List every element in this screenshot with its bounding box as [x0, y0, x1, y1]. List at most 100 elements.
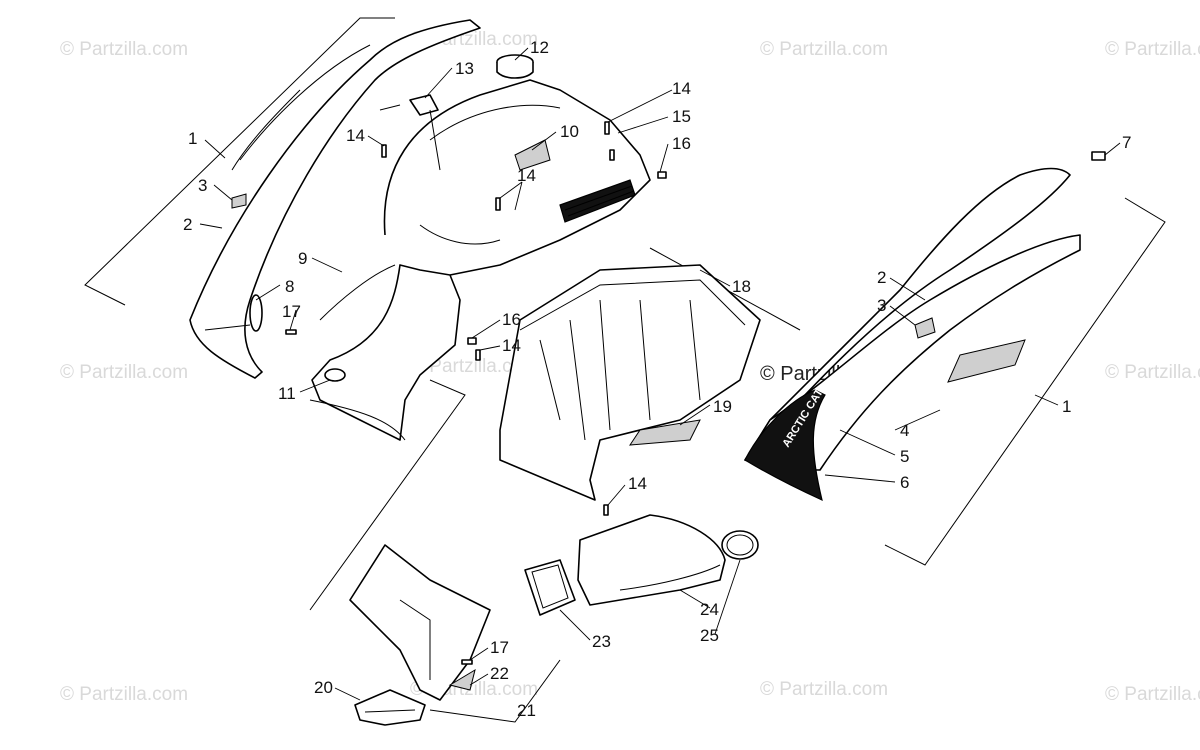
callout-20: 20: [314, 678, 333, 697]
callout-17: 17: [282, 302, 301, 321]
callout-9: 9: [298, 249, 307, 268]
lower-front-assembly: [349, 544, 491, 726]
hood-edge: [309, 399, 406, 441]
callout-2: 2: [877, 268, 886, 287]
watermark-text: © Partzilla.com: [60, 684, 188, 705]
clip-16: [657, 171, 667, 179]
callout-3: 3: [198, 176, 207, 195]
watermark-text: © Partzilla.com: [60, 362, 188, 383]
duct-edge: [619, 564, 721, 591]
callout-5: 5: [900, 447, 909, 466]
callout-25: 25: [700, 626, 719, 645]
hood-edge: [419, 224, 501, 245]
hood-emblem-11: [324, 368, 346, 382]
callout-15: 15: [672, 107, 691, 126]
hood-grommet-10: [514, 139, 551, 171]
callout-12: 12: [530, 38, 549, 57]
watermark-text: © Partzilla.com: [760, 679, 888, 700]
harness-wire: [379, 104, 441, 171]
air-box-shape: [499, 264, 761, 501]
bracket-20: [354, 689, 426, 726]
clamp-inner: [726, 534, 754, 556]
screw-7: [1091, 151, 1106, 161]
right-panel-shape: [744, 167, 1071, 461]
air-box: [499, 264, 761, 501]
right-side-panel: ARCTIC CAT: [744, 151, 1106, 502]
screw-14: [475, 349, 481, 361]
callout-23: 23: [592, 632, 611, 651]
left-panel-edge: [239, 44, 371, 161]
left-panel-bracket: [84, 17, 395, 306]
screw-14: [604, 121, 610, 135]
intake-duct: [524, 514, 759, 616]
hood-assembly: [309, 79, 651, 441]
watermark-text: © Partzilla.com: [1105, 39, 1200, 60]
callout-2: 2: [183, 215, 192, 234]
right-panel-lower: [744, 234, 1081, 471]
callout-14: 14: [517, 166, 536, 185]
duct-body-24: [577, 514, 726, 606]
left-panel-shape: [189, 19, 481, 379]
wire-harness-13: [409, 94, 439, 116]
mesh-bracket: [429, 659, 561, 723]
callouts: 1 2 3 8 9 17 11 12 13 14 10 14 14 15 16 …: [183, 38, 1131, 720]
screw-14: [609, 149, 615, 161]
screw-14: [495, 197, 501, 211]
watermark-text: © Partzilla.com: [60, 39, 188, 60]
callout-14: 14: [346, 126, 365, 145]
assembly-brackets: [84, 17, 1166, 723]
left-decal-3: [231, 193, 247, 209]
watermark-text: © Partzilla.com: [410, 356, 538, 377]
callout-7: 7: [1122, 133, 1131, 152]
rivet-17: [461, 659, 473, 665]
callout-21: 21: [517, 701, 536, 720]
callout-4: 4: [900, 421, 909, 440]
air-box-baffles: [539, 299, 701, 441]
watermark-text: © Partzilla.com: [1105, 684, 1200, 705]
mesh-22: [448, 668, 476, 691]
left-panel-edge: [204, 324, 251, 331]
right-decal-3: [914, 317, 936, 339]
duct-seal-inner: [531, 564, 569, 609]
callout-14: 14: [628, 474, 647, 493]
callout-13: 13: [455, 59, 474, 78]
callout-10: 10: [560, 122, 579, 141]
callout-3: 3: [877, 296, 886, 315]
screw-14: [603, 504, 609, 516]
hood-edge: [429, 104, 561, 141]
left-panel-edge: [231, 89, 301, 171]
callout-16: 16: [672, 134, 691, 153]
rivet-17: [285, 329, 297, 335]
callout-24: 24: [700, 600, 719, 619]
callout-6: 6: [900, 473, 909, 492]
callout-14: 14: [672, 79, 691, 98]
callout-1: 1: [188, 129, 197, 148]
callout-17: 17: [490, 638, 509, 657]
callout-18: 18: [732, 277, 751, 296]
callout-22: 22: [490, 664, 509, 683]
right-panel-bracket: [884, 197, 1166, 566]
callout-8: 8: [285, 277, 294, 296]
callout-1: 1: [1062, 397, 1071, 416]
duct-seal-23: [524, 559, 576, 616]
grommet-body: [496, 62, 534, 79]
callout-19: 19: [713, 397, 732, 416]
leader-lines: [199, 47, 1121, 701]
hood-vent-lines: [564, 185, 635, 217]
watermark-text: © Partzilla.com: [760, 39, 888, 60]
hood-shape: [311, 79, 651, 441]
screw-14: [381, 144, 387, 158]
grommet-12: [496, 54, 534, 79]
left-grommet-8: [249, 294, 263, 332]
lower-bracket: [309, 379, 466, 611]
air-box-rim: [519, 279, 746, 331]
fasteners: [285, 121, 667, 665]
lower-housing-edge: [399, 599, 431, 680]
watermark-text: © Partzilla.com: [1105, 362, 1200, 383]
right-decal-6: [744, 389, 826, 502]
left-side-panel: [189, 19, 481, 379]
hood-edge: [319, 264, 396, 321]
callout-11: 11: [278, 384, 296, 403]
callout-16: 16: [502, 310, 521, 329]
air-box-seal-19: [629, 419, 701, 446]
